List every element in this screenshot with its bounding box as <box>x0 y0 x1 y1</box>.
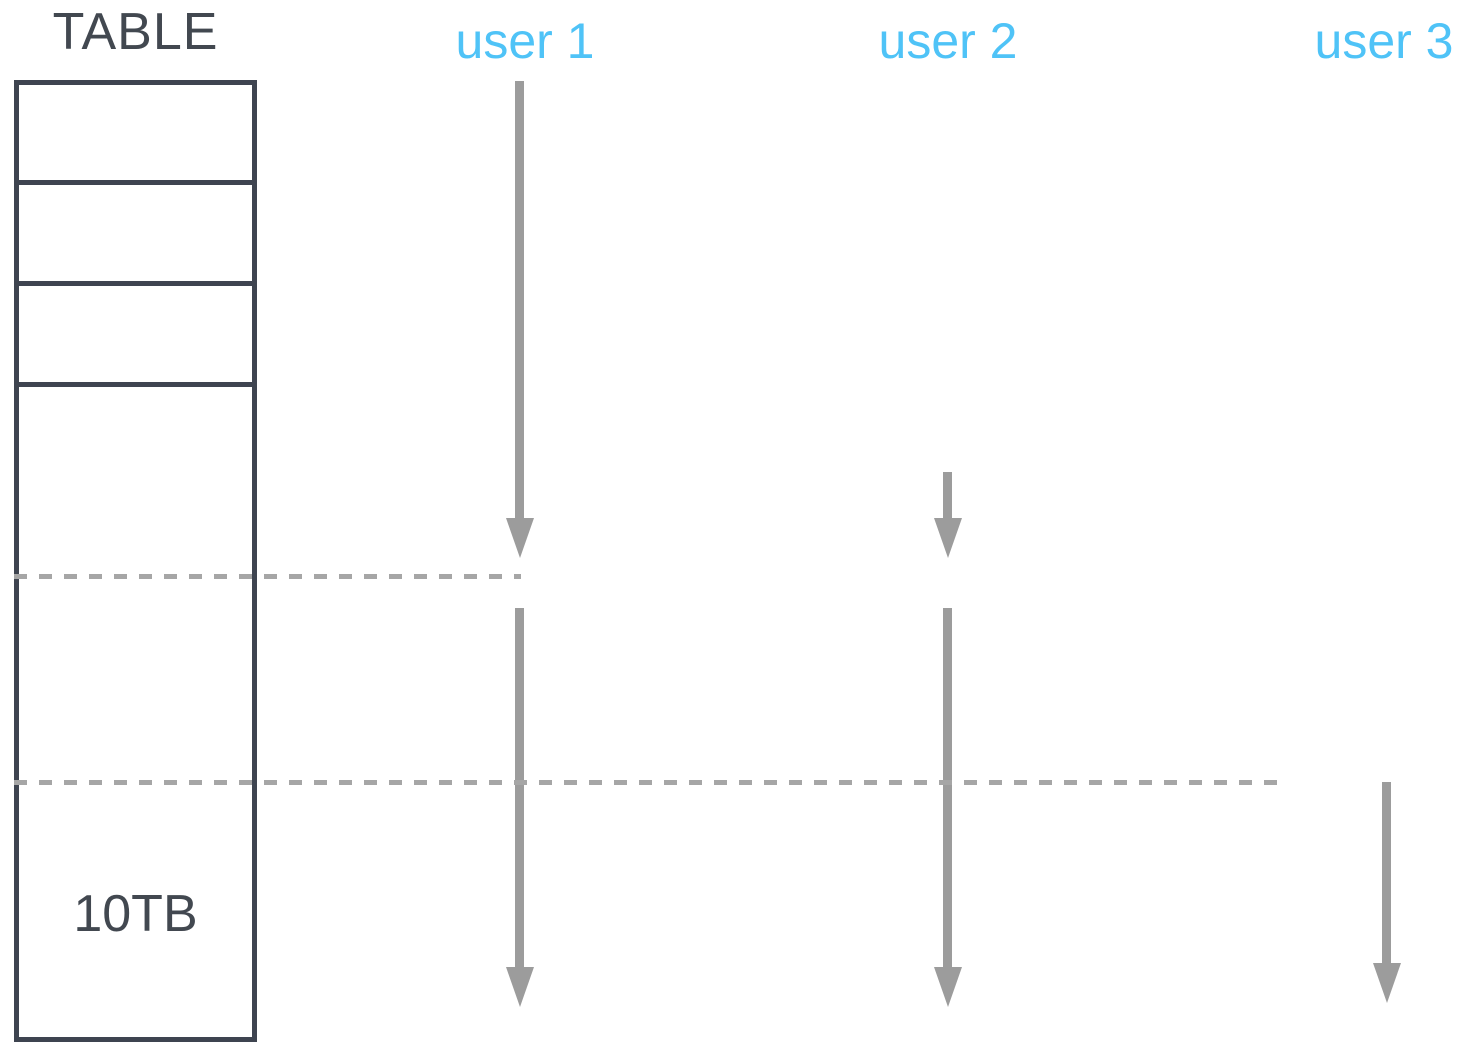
table-title: TABLE <box>52 3 219 61</box>
user2-arrow-upper-head-icon <box>934 518 962 558</box>
dashed-progress-line-2 <box>14 780 1279 785</box>
user1-arrow-lower-head-icon <box>506 967 534 1007</box>
user2-arrow-lower-head-icon <box>934 967 962 1007</box>
user1-arrow-upper-head-icon <box>506 518 534 558</box>
table-capacity-label: 10TB <box>73 885 198 943</box>
user2-arrow-lower-shaft <box>943 608 952 969</box>
user1-label: user 1 <box>455 13 595 69</box>
user1-arrow-lower-shaft <box>515 608 524 969</box>
table-row-divider <box>14 382 257 387</box>
table-row-divider <box>14 281 257 286</box>
dashed-progress-line-1 <box>14 574 521 579</box>
table-row-divider <box>14 180 257 185</box>
user3-arrow-head-icon <box>1373 963 1401 1003</box>
user2-arrow-upper-shaft <box>943 472 952 522</box>
user3-label: user 3 <box>1314 13 1454 69</box>
user3-arrow-shaft <box>1382 782 1391 967</box>
table-box <box>14 80 257 1042</box>
user2-label: user 2 <box>878 13 1018 69</box>
user1-arrow-upper-shaft <box>515 81 524 522</box>
